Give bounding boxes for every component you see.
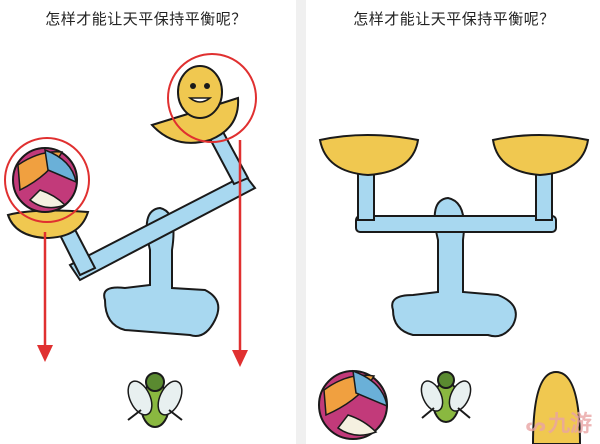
panel-divider bbox=[296, 0, 306, 444]
scale-base bbox=[103, 206, 220, 337]
watermark-text: 九游 bbox=[547, 412, 592, 437]
scale-base bbox=[391, 196, 517, 338]
fly-character bbox=[127, 372, 183, 428]
scale-pan-right bbox=[491, 134, 590, 177]
egg-character bbox=[531, 370, 582, 444]
puzzle-question: 怎样才能让天平保持平衡呢？ bbox=[45, 10, 247, 28]
puzzle-panel-balanced: 怎样才能让天平保持平衡呢？ bbox=[308, 0, 600, 444]
scale-arm-right bbox=[535, 169, 553, 221]
highlight-circle-ball bbox=[4, 137, 90, 223]
scale-arm-left bbox=[357, 169, 375, 221]
beach-ball bbox=[318, 369, 388, 440]
puzzle-question: 怎样才能让天平保持平衡呢？ bbox=[353, 10, 555, 28]
scale-pan-left bbox=[318, 134, 420, 177]
unbalanced-scale-scene bbox=[4, 53, 257, 428]
puzzle-panel-unbalanced: 怎样才能让天平保持平衡呢？ bbox=[0, 0, 292, 444]
egg-character bbox=[177, 65, 223, 119]
watermark: ᔕ九游 bbox=[526, 406, 592, 438]
down-arrow-left bbox=[37, 232, 53, 362]
scale-beam bbox=[355, 215, 557, 233]
fly-character bbox=[420, 371, 472, 423]
highlight-circle-egg bbox=[167, 53, 257, 143]
balanced-scale-scene bbox=[318, 134, 590, 444]
beach-ball bbox=[12, 147, 78, 213]
down-arrow-right bbox=[232, 140, 248, 367]
scale-beam bbox=[68, 173, 257, 282]
s-swirl-icon: ᔕ bbox=[525, 415, 546, 436]
